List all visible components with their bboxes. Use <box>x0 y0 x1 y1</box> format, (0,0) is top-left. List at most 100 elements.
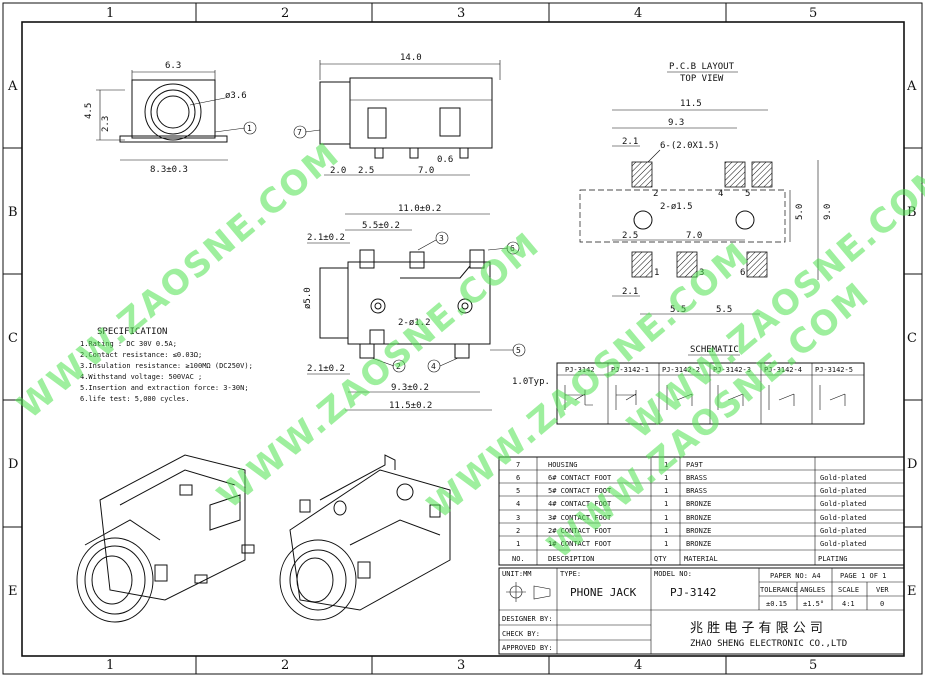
col-label: 1 <box>106 6 114 21</box>
specification-block: SPECIFICATION 1.Rating : DC 30V 0.5A; 2.… <box>80 327 253 403</box>
bom-header-qty: QTY <box>654 555 667 563</box>
col-label: 3 <box>457 6 465 21</box>
dim-label: 6.3 <box>165 61 181 71</box>
dim-label: 7.0 <box>686 231 702 241</box>
type-value: PHONE JACK <box>570 586 637 599</box>
model-value: PJ-3142 <box>670 586 716 599</box>
bom-cell-plating: Gold-plated <box>820 474 866 482</box>
bom-cell-plating: Gold-plated <box>820 487 866 495</box>
dim-label: 9.3±0.2 <box>391 383 429 393</box>
pad-label: 5 <box>745 189 750 199</box>
dim-label: 2.0 <box>330 166 346 176</box>
grid-labels: 1 2 3 4 5 1 2 3 4 5 A B C D E A B C D E <box>7 6 917 673</box>
scale-label: SCALE <box>838 586 859 594</box>
ver-value: 0 <box>880 600 884 608</box>
bom-cell-material: PA9T <box>686 461 704 469</box>
spec-line: 3.Insulation resistance: ≥100MΩ (DC250V)… <box>80 362 253 370</box>
dim-label: 9.3 <box>668 118 684 128</box>
pad-label: 4 <box>718 189 723 199</box>
bom-cell-qty: 1 <box>664 474 668 482</box>
isometric-view-right <box>279 454 451 621</box>
bom-header-desc: DESCRIPTION <box>548 555 594 563</box>
dim-label: 5.5±0.2 <box>362 221 400 231</box>
schematic-variant: PJ-3142-4 <box>764 366 802 374</box>
row-label: E <box>907 584 917 599</box>
angles-label: ANGLES <box>800 586 825 594</box>
pcb-layout: P.C.B LAYOUT TOP VIEW 11.5 9.3 2.1 6-(2.… <box>579 62 833 315</box>
unit-label: UNIT:MM <box>502 570 532 578</box>
tolerance-label: TOLERANCE <box>760 586 798 594</box>
bom-cell-qty: 1 <box>664 487 668 495</box>
bom-cell-qty: 1 <box>664 500 668 508</box>
dim-label: 2.1±0.2 <box>307 364 345 374</box>
row-label: C <box>8 331 18 346</box>
row-label: E <box>8 584 18 599</box>
bom-cell-material: BRONZE <box>686 500 711 508</box>
callout-number: 4 <box>431 362 436 371</box>
spec-title: SPECIFICATION <box>97 327 167 337</box>
row-label: D <box>907 457 917 472</box>
pcb-title: P.C.B LAYOUT <box>669 62 735 72</box>
bom-cell-no: 3 <box>516 514 520 522</box>
top-view: 11.0±0.2 5.5±0.2 2.1±0.2 2-ø1.2 ø5.0 2.1… <box>303 204 550 411</box>
dim-label: 4.5 <box>84 103 94 119</box>
dim-label: 2.1±0.2 <box>307 233 345 243</box>
side-view: 14.0 2.0 2.5 7.0 0.6 7 <box>293 53 501 176</box>
bom-header: NO. DESCRIPTION QTY MATERIAL PLATING <box>512 555 848 563</box>
col-label: 3 <box>457 658 465 673</box>
type-label: TYPE: <box>560 570 581 578</box>
col-label: 2 <box>281 6 289 21</box>
row-label: A <box>906 79 917 94</box>
col-label: 5 <box>809 6 817 21</box>
company-name-cn: 兆 胜 电 子 有 限 公 司 <box>690 621 823 636</box>
dim-label: 11.5 <box>680 99 702 109</box>
pad-label: 2 <box>653 189 658 199</box>
col-label: 1 <box>106 658 114 673</box>
callout-number: 6 <box>510 244 515 253</box>
bom-cell-no: 2 <box>516 527 520 535</box>
company-name-en: ZHAO SHENG ELECTRONIC CO.,LTD <box>690 639 847 649</box>
spec-line: 6.life test: 5,000 cycles. <box>80 395 190 403</box>
bom-cell-qty: 1 <box>664 527 668 535</box>
bom-cell-material: BRONZE <box>686 527 711 535</box>
row-label: B <box>8 205 18 220</box>
spec-line: 2.Contact resistance: ≤0.03Ω; <box>80 351 202 359</box>
isometric-view-left <box>76 454 255 623</box>
schematic-block: SCHEMATIC PJ-3142 PJ-3142-1 PJ-3142-2 PJ… <box>556 345 865 425</box>
spec-line: 5.Insertion and extraction force: 3-30N; <box>80 384 249 392</box>
bom-cell-plating: Gold-plated <box>820 500 866 508</box>
bom-table <box>498 456 905 566</box>
bom-header-plating: PLATING <box>818 555 848 563</box>
col-label: 4 <box>634 658 642 673</box>
ver-label: VER <box>876 586 889 594</box>
dim-label: 11.5±0.2 <box>389 401 432 411</box>
check-label: CHECK BY: <box>502 630 540 638</box>
row-label: D <box>8 457 18 472</box>
dim-label: 5.5 <box>716 305 732 315</box>
schematic-variant: PJ-3142-5 <box>815 366 853 374</box>
spec-line: 4.Withstand voltage: 500VAC ; <box>80 373 202 381</box>
bom-cell-qty: 1 <box>664 540 668 548</box>
col-label: 5 <box>809 658 817 673</box>
bom-cell-plating: Gold-plated <box>820 540 866 548</box>
row-label: A <box>7 79 18 94</box>
pad-label: 6 <box>740 268 745 278</box>
bom-cell-no: 6 <box>516 474 520 482</box>
dim-label: 2.5 <box>358 166 374 176</box>
bom-cell-no: 7 <box>516 461 520 469</box>
bom-cell-desc: 2# CONTACT FOOT <box>548 527 612 535</box>
callout-number: 1 <box>247 124 252 133</box>
dim-label: 6-(2.0X1.5) <box>660 141 720 151</box>
dim-label: ø5.0 <box>303 287 313 309</box>
bom-cell-material: BRASS <box>686 487 707 495</box>
col-label: 4 <box>634 6 642 21</box>
bom-cell-desc: 3# CONTACT FOOT <box>548 514 612 522</box>
callout-number: 5 <box>516 346 521 355</box>
dim-label: 0.6 <box>437 155 453 165</box>
bom-cell-desc: 1# CONTACT FOOT <box>548 540 612 548</box>
bom-cell-material: BRASS <box>686 474 707 482</box>
angles-value: ±1.5° <box>803 600 824 608</box>
